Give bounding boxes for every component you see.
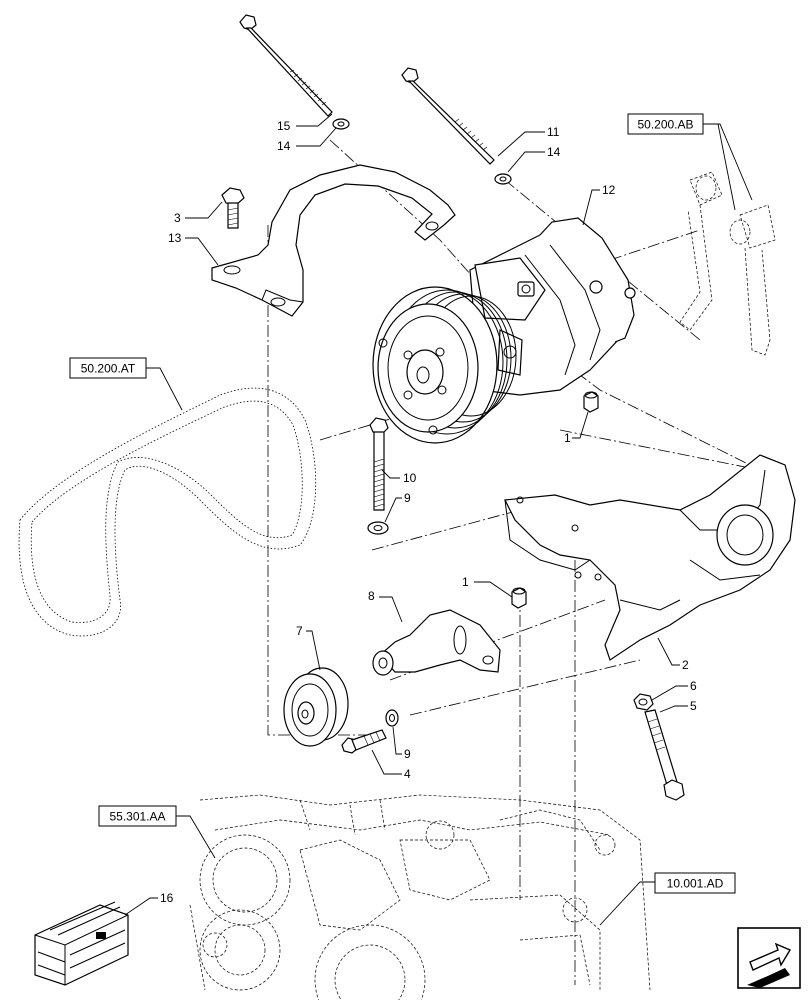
part-9-washer-b-hole [389, 714, 395, 722]
part-5-bolt [644, 709, 685, 801]
callout-10: 10 [403, 471, 417, 485]
callout-numbers: 15 14 3 13 11 14 12 1 10 9 1 8 7 2 6 5 9… [160, 119, 697, 905]
part-15-long-bolt [239, 14, 333, 117]
ref-label-50-200-at: 50.200.AT [81, 362, 136, 376]
ref-box-10-001-ad[interactable]: 10.001.AD [654, 872, 736, 894]
part-1-dowel-a [583, 391, 599, 413]
ref-label-10-001-ad: 10.001.AD [667, 877, 724, 891]
callout-5: 5 [690, 699, 697, 713]
callout-9: 9 [404, 491, 411, 505]
part-4-bolt [341, 729, 387, 754]
part-8-idler-arm [372, 609, 501, 676]
callout-7: 7 [296, 624, 303, 638]
callout-11: 11 [547, 125, 560, 139]
part-13-bracket [211, 164, 456, 317]
part-9-washer-a-hole [373, 525, 383, 531]
callout-1: 1 [462, 575, 469, 589]
part-14-washer-a-hole [337, 121, 345, 127]
part-9-washer-b [385, 709, 399, 727]
next-page-arrow-icon[interactable] [737, 927, 801, 989]
part-11-long-bolt [401, 67, 495, 165]
callout-16: 16 [160, 891, 174, 905]
callout-6: 6 [690, 679, 697, 693]
part-6-nut [633, 693, 654, 711]
engine-block-background [189, 794, 651, 1000]
callout-14: 14 [547, 145, 561, 159]
part-2-mounting-bracket [504, 454, 796, 661]
callout-2: 2 [682, 658, 689, 672]
part-7-idler-pulley [283, 667, 349, 747]
callout-14: 14 [277, 139, 291, 153]
part-3-bolt [221, 187, 245, 229]
part-14-washer-a [332, 118, 350, 130]
callout-8: 8 [368, 589, 375, 603]
ref-box-50-200-at[interactable]: 50.200.AT [69, 357, 147, 379]
ref-box-50-200-ab[interactable]: 50.200.AB [627, 113, 704, 135]
callout-4: 4 [404, 767, 411, 781]
callout-1: 1 [564, 431, 571, 445]
part-12-ac-compressor [372, 217, 636, 444]
callout-12: 12 [602, 183, 616, 197]
ref-box-55-301-aa[interactable]: 55.301.AA [98, 805, 177, 827]
drive-belt [18, 387, 317, 637]
ghost-tensioner-assembly [679, 171, 776, 356]
part-16-crate [34, 901, 129, 986]
part-9-washer-a [367, 521, 389, 535]
part-1-dowel-b [511, 587, 527, 609]
leader-lines [124, 113, 753, 926]
part-14-washer-b-hole [499, 176, 507, 182]
ref-label-55-301-aa: 55.301.AA [109, 810, 165, 824]
callout-9: 9 [404, 747, 411, 761]
part-10-bolt [369, 417, 389, 511]
ref-label-50-200-ab: 50.200.AB [637, 118, 693, 132]
callout-15: 15 [277, 119, 291, 133]
part-14-washer-b [494, 173, 512, 185]
callout-13: 13 [168, 231, 182, 245]
callout-3: 3 [174, 211, 181, 225]
